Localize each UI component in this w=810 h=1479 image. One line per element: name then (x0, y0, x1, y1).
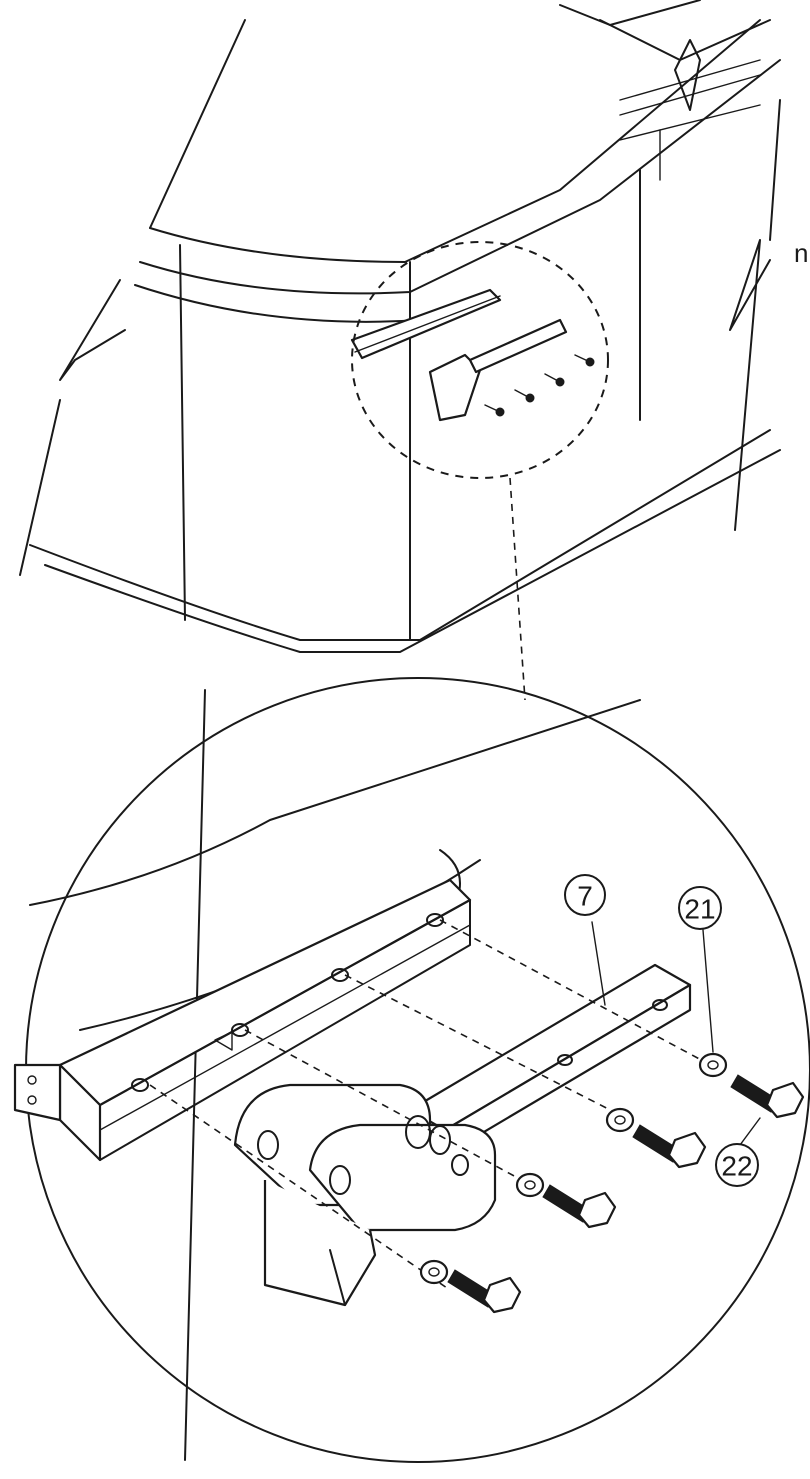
assembly-axes (149, 919, 721, 1291)
svg-text:21: 21 (684, 894, 715, 925)
bolt-1 (447, 1269, 522, 1314)
detail-leader-line (509, 477, 526, 701)
part-7-bracket (408, 963, 692, 1157)
detail-marker-circle (351, 241, 609, 479)
callout-7: 7 (564, 874, 606, 916)
bolt-2 (542, 1184, 617, 1229)
svg-text:22: 22 (721, 1151, 752, 1182)
edge-text-fragment: n. (794, 238, 810, 268)
mini-bolts (484, 354, 595, 417)
hinge-plates (233, 1083, 497, 1307)
bolt-4 (730, 1074, 805, 1119)
part-21-washers (419, 1052, 728, 1285)
tub-overview (19, 0, 781, 701)
callout-21: 21 (678, 886, 722, 930)
callout-22: 22 (715, 1143, 759, 1187)
svg-text:7: 7 (577, 881, 593, 912)
mounting-rail (13, 878, 472, 1162)
detail-enlargement: 7 21 22 (13, 677, 810, 1463)
part-22-bolts (447, 1074, 805, 1314)
rail-holes (131, 913, 444, 1092)
bolt-3 (632, 1124, 707, 1169)
